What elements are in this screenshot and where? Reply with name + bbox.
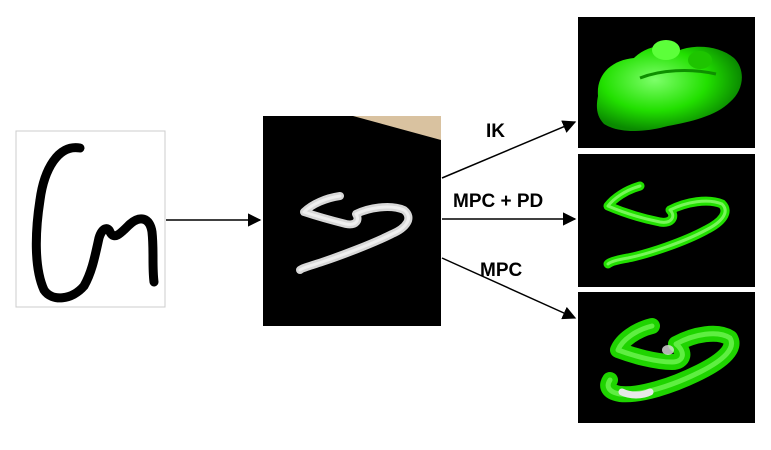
arrow-mpc	[441, 257, 577, 320]
result-mpc-panel	[578, 292, 755, 423]
result-mpc-pd-panel	[578, 154, 755, 287]
demo-panel	[263, 116, 441, 326]
label-mpc: MPC	[480, 260, 523, 281]
arrow-ik	[441, 120, 577, 179]
sketch-glyph	[31, 143, 159, 303]
label-mpc-pd: MPC + PD	[453, 191, 543, 212]
label-ik: IK	[486, 121, 505, 142]
result-ik-panel	[578, 17, 755, 148]
sketch-panel	[15, 130, 166, 308]
